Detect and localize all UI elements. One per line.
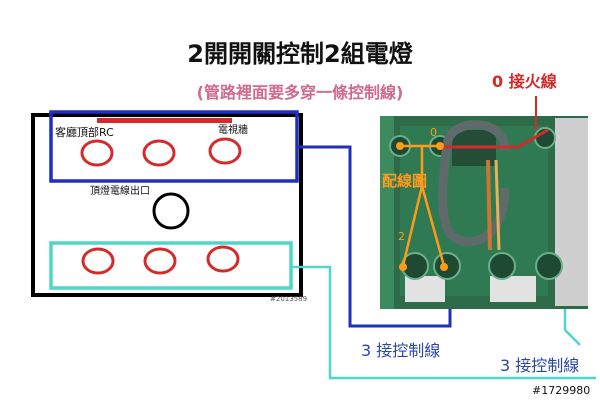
ceiling-outlet-label: 頂燈電線出口 xyxy=(90,186,150,197)
light-lower-2 xyxy=(143,247,177,275)
photo-digit: 0 xyxy=(430,126,437,139)
cyan-light-group xyxy=(49,241,293,290)
light-upper-2 xyxy=(142,139,176,167)
light-upper-3 xyxy=(208,137,242,165)
image-id: #1729980 xyxy=(532,384,591,397)
diagram-title: 2開開關控制2組電燈 xyxy=(187,40,413,68)
light-lower-3 xyxy=(206,245,240,273)
switch-photo: 0 2 xyxy=(380,116,588,309)
living-room-label: 客廳頂部RC xyxy=(55,126,114,139)
fixture-wire-label: 配線圖 xyxy=(382,172,428,190)
live-wire-label: 0 接火線 xyxy=(492,72,557,91)
control-wire-label-2: 3 接控制線 xyxy=(500,356,580,375)
light-lower-1 xyxy=(81,247,115,275)
tv-wall-label: 電視牆 xyxy=(218,125,248,136)
plan-watermark: #2013589 xyxy=(270,295,308,303)
ceiling-outlet-icon xyxy=(152,192,190,230)
light-upper-1 xyxy=(80,139,114,167)
diagram-subtitle: (管路裡面要多穿一條控制線) xyxy=(196,83,404,102)
cyan-control-wire-lower xyxy=(291,265,596,380)
control-wire-label-1: 3 接控制線 xyxy=(361,341,441,360)
rc-strip xyxy=(97,118,232,123)
ceiling-plan-frame xyxy=(31,113,303,297)
photo-text: 2 xyxy=(398,230,405,243)
